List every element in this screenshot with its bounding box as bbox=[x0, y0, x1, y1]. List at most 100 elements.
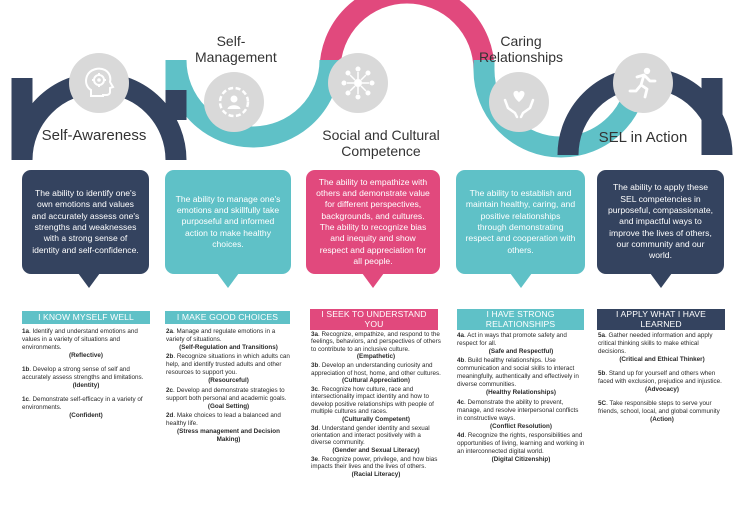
item-text: . Identify and understand emotions and v… bbox=[22, 328, 138, 351]
item-text: . Take responsible steps to serve your f… bbox=[598, 399, 720, 415]
item-code: 3e bbox=[311, 455, 319, 463]
item-tag: (Cultural Appreciation) bbox=[342, 377, 410, 385]
icon-circle-4 bbox=[489, 72, 549, 132]
title-self-awareness: Self-Awareness bbox=[41, 127, 147, 144]
list-item: 5b. Stand up for yourself and others whe… bbox=[598, 370, 726, 394]
item-text: . Demonstrate self-efficacy in a variety… bbox=[22, 395, 143, 411]
list-item: 3b. Develop an understanding curiosity a… bbox=[311, 362, 441, 384]
title-self-management: Self-Management bbox=[176, 33, 286, 65]
description-caring-relationships: The ability to establish and maintain he… bbox=[456, 170, 585, 288]
item-code: 1b bbox=[22, 365, 30, 373]
list-item: 3e. Recognize power, privilege, and how … bbox=[311, 456, 441, 478]
item-code: 5a bbox=[598, 332, 606, 339]
item-code: 3b bbox=[311, 362, 319, 370]
item-tag: (Identity) bbox=[72, 381, 100, 389]
item-text: . Build healthy relationships. Use commu… bbox=[457, 357, 579, 389]
list-item: 1c. Demonstrate self-efficacy in a varie… bbox=[22, 396, 150, 420]
item-tag: (Digital Citizenship) bbox=[491, 456, 551, 464]
description-self-management: The ability to manage one's emotions and… bbox=[165, 170, 291, 288]
item-code: 3c bbox=[311, 385, 319, 393]
list-item: 5a. Gather needed information and apply … bbox=[598, 332, 726, 364]
list-item: 5C. Take responsible steps to serve your… bbox=[598, 400, 726, 424]
item-tag: (Gender and Sexual Literacy) bbox=[332, 446, 420, 454]
item-code: 4a bbox=[457, 332, 465, 339]
item-code: 5C bbox=[598, 399, 607, 407]
list-item: 3a. Recognize, empathize, and respond to… bbox=[311, 331, 441, 361]
bubble-tail bbox=[510, 273, 532, 288]
item-tag: (Conflict Resolution) bbox=[490, 422, 552, 430]
header-sel-in-action: I APPLY WHAT I HAVE LEARNED bbox=[597, 309, 725, 330]
description-text: The ability to establish and maintain he… bbox=[465, 187, 576, 255]
description-text: The ability to manage one's emotions and… bbox=[175, 193, 281, 250]
item-code: 5b bbox=[598, 369, 606, 377]
header-self-management: I MAKE GOOD CHOICES bbox=[165, 311, 290, 324]
list-item: 4c. Demonstrate the ability to prevent, … bbox=[457, 399, 585, 431]
icon-circle-3 bbox=[328, 53, 388, 113]
list-item: 2c. Develop and demonstrate strategies t… bbox=[166, 387, 291, 411]
item-tag: (Empathetic) bbox=[356, 353, 396, 361]
bubble-tail bbox=[362, 273, 384, 288]
item-code: 2a bbox=[166, 328, 174, 335]
bubble-tail bbox=[217, 273, 239, 288]
item-text: . Demonstrate the ability to prevent, ma… bbox=[457, 398, 579, 422]
list-item: 4a. Act in ways that promote safety and … bbox=[457, 332, 585, 356]
item-code: 2c bbox=[166, 386, 174, 394]
description-self-awareness: The ability to identify one's own emotio… bbox=[22, 170, 149, 288]
item-code: 2d bbox=[166, 412, 174, 420]
item-code: 4c bbox=[457, 398, 465, 406]
item-tag: (Goal Setting) bbox=[207, 402, 250, 410]
item-text: . Gather needed information and apply cr… bbox=[598, 332, 713, 355]
icon-circle-2 bbox=[204, 72, 264, 132]
item-text: . Develop a strong sense of self and acc… bbox=[22, 365, 144, 381]
title-sel-in-action: SEL in Action bbox=[598, 129, 688, 146]
item-tag: (Safe and Respectful) bbox=[488, 347, 554, 355]
item-code: 4d bbox=[457, 432, 465, 440]
item-code: 3d bbox=[311, 424, 319, 432]
title-self-management-text: Self-Management bbox=[195, 33, 277, 65]
item-text: . Recognize how culture, race and inters… bbox=[311, 385, 434, 416]
network-people-icon bbox=[341, 66, 375, 100]
item-text: . Make choices to lead a balanced and he… bbox=[166, 412, 281, 428]
item-code: 4b bbox=[457, 357, 465, 365]
list-caring-relationships: 4a. Act in ways that promote safety and … bbox=[457, 332, 585, 466]
list-sel-in-action: 5a. Gather needed information and apply … bbox=[598, 332, 726, 430]
item-text: . Manage and regulate emotions in a vari… bbox=[166, 328, 276, 343]
header-social-cultural: I SEEK TO UNDERSTAND YOU bbox=[310, 309, 438, 330]
item-code: 1a bbox=[22, 328, 30, 335]
list-item: 2a. Manage and regulate emotions in a va… bbox=[166, 328, 291, 352]
item-tag: (Resourceful) bbox=[208, 377, 249, 385]
item-tag: (Stress management and Decision Making) bbox=[177, 428, 280, 444]
item-text: . Recognize, empathize, and respond to t… bbox=[311, 331, 441, 353]
item-tag: (Reflective) bbox=[69, 351, 103, 359]
item-tag: (Racial Literacy) bbox=[351, 470, 401, 478]
header-self-awareness: I KNOW MYSELF WELL bbox=[22, 311, 150, 324]
icon-circle-5 bbox=[613, 53, 673, 113]
item-code: 3a bbox=[311, 331, 319, 338]
bubble-tail bbox=[650, 273, 672, 288]
item-tag: (Action) bbox=[650, 415, 674, 423]
item-tag: (Critical and Ethical Thinker) bbox=[619, 355, 705, 363]
description-text: The ability to identify one's own emotio… bbox=[31, 187, 140, 255]
bubble-tail bbox=[78, 273, 100, 288]
item-tag: (Self-Regulation and Transitions) bbox=[179, 343, 278, 351]
title-caring-relationships: Caring Relationships bbox=[478, 33, 564, 65]
item-text: . Understand gender identity and sexual … bbox=[311, 424, 430, 447]
item-tag: (Confident) bbox=[69, 411, 103, 419]
list-item: 3d. Understand gender identity and sexua… bbox=[311, 425, 441, 455]
person-gear-icon bbox=[218, 86, 250, 118]
item-tag: (Culturally Competent) bbox=[342, 415, 410, 423]
list-item: 4d. Recognize the rights, responsibiliti… bbox=[457, 432, 585, 464]
item-code: 1c bbox=[22, 395, 30, 403]
description-text: The ability to empathize with others and… bbox=[316, 176, 430, 267]
description-social-cultural: The ability to empathize with others and… bbox=[306, 170, 440, 288]
icon-circle-1 bbox=[69, 53, 129, 113]
item-text: . Develop an understanding curiosity and… bbox=[311, 362, 441, 377]
item-text: . Act in ways that promote safety and re… bbox=[457, 332, 567, 347]
list-item: 4b. Build healthy relationships. Use com… bbox=[457, 357, 585, 397]
item-code: 2b bbox=[166, 353, 174, 361]
list-item: 2b. Recognize situations in which adults… bbox=[166, 353, 291, 385]
list-item: 2d. Make choices to lead a balanced and … bbox=[166, 412, 291, 444]
runner-icon bbox=[628, 67, 657, 99]
item-text: . Recognize the rights, responsibilities… bbox=[457, 432, 585, 456]
item-tag: (Advocacy) bbox=[645, 385, 679, 393]
